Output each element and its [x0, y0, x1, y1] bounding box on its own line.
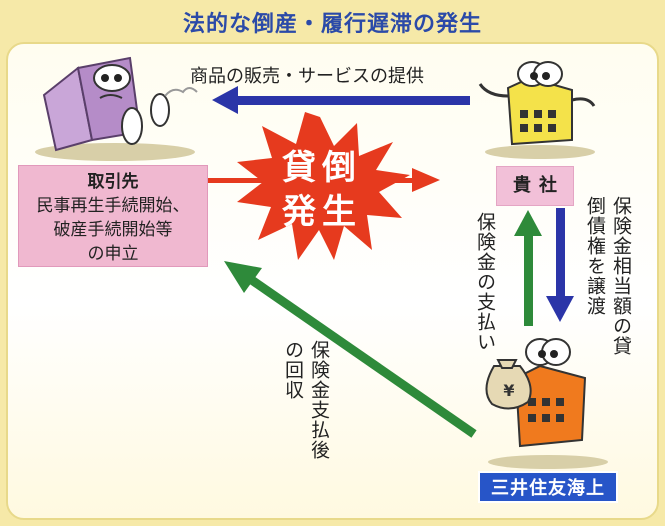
burst-char-4: 生	[322, 192, 356, 232]
recovery-arrow	[224, 261, 477, 438]
payment-label: 保険金の支払い	[474, 212, 496, 352]
customer-line-3: の申立	[87, 244, 139, 264]
svg-text:¥: ¥	[503, 381, 514, 400]
burst-char-2: 倒	[322, 148, 356, 188]
transfer-arrow	[546, 208, 574, 322]
burst-char-1: 貸	[282, 148, 316, 188]
company-box: 貴社	[496, 166, 574, 206]
payment-arrow	[514, 210, 542, 326]
customer-line-2: 破産手続開始等	[53, 220, 173, 240]
page-title: 法的な倒産・履行遅滞の発生	[182, 12, 482, 37]
burst-char-3: 発	[282, 192, 316, 232]
company-building-icon	[478, 61, 596, 159]
insurer-box: 三井住友海上	[478, 471, 618, 503]
customer-line-1: 民事再生手続開始、	[36, 196, 190, 216]
insurer-building-icon	[488, 338, 608, 469]
sales-arrow	[212, 86, 470, 114]
customer-name: 取引先	[87, 172, 139, 192]
customer-box: 取引先 民事再生手続開始、 破産手続開始等 の申立	[18, 165, 208, 267]
transfer-label: 保険金相当額の貸倒債権を譲渡	[584, 196, 632, 356]
yen-bag-icon: ¥	[485, 359, 532, 410]
recovery-label: 保険金支払後の回収	[282, 340, 330, 460]
sales-label: 商品の販売・サービスの提供	[190, 66, 424, 87]
default-burst	[237, 112, 410, 260]
collapsed-shop-icon	[35, 56, 198, 161]
